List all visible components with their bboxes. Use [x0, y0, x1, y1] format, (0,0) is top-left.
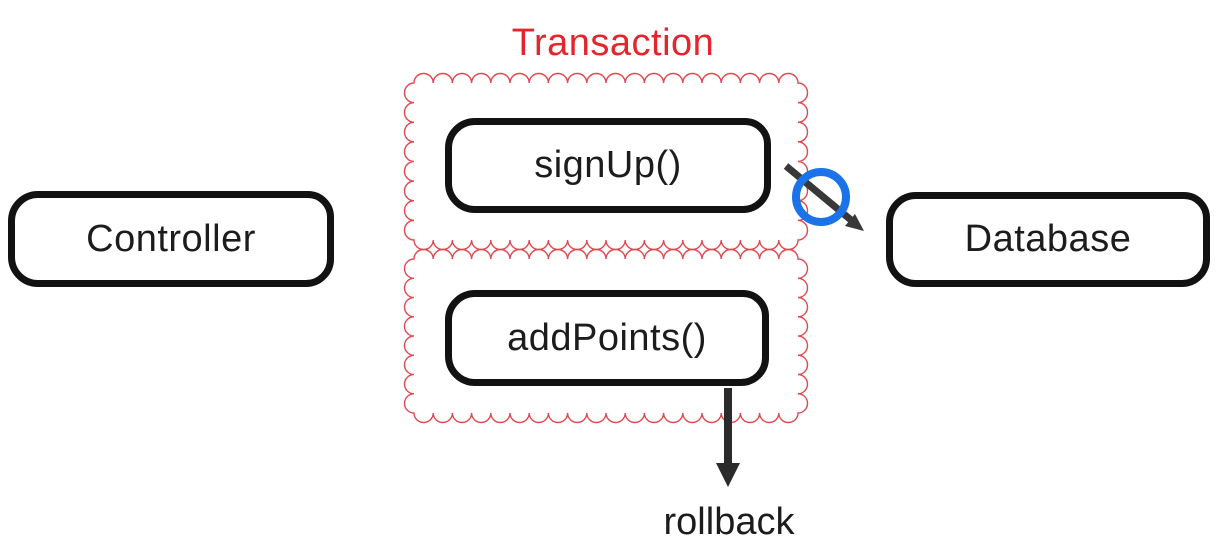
no-entry-circle-icon — [792, 168, 850, 226]
node-addpoints-label: addPoints() — [507, 316, 707, 359]
rollback-arrow-icon — [716, 388, 740, 487]
node-controller: Controller — [8, 191, 334, 287]
node-signup: signUp() — [445, 118, 771, 213]
node-signup-label: signUp() — [534, 144, 682, 186]
node-database: Database — [886, 192, 1210, 287]
node-addpoints: addPoints() — [445, 290, 769, 386]
node-controller-label: Controller — [86, 217, 256, 260]
transaction-boundary-signup — [403, 72, 809, 251]
rollback-label: rollback — [663, 501, 795, 543]
node-database-label: Database — [964, 218, 1132, 260]
transaction-title: Transaction — [511, 22, 715, 64]
transaction-boundary-addpoints — [403, 248, 809, 424]
